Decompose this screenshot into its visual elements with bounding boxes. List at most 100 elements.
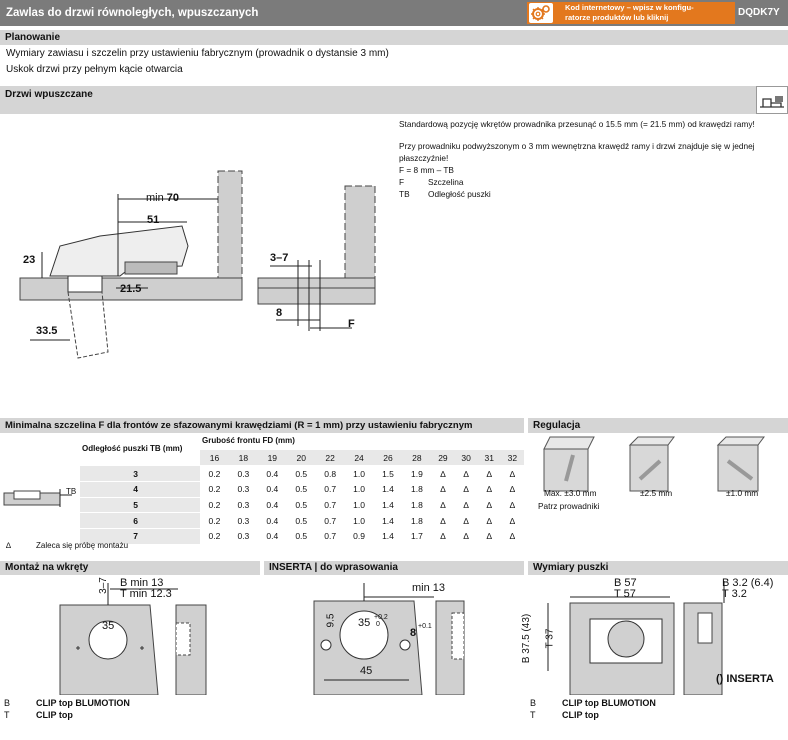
dim-51: 51 [147,214,160,226]
cell: 0.9 [344,528,374,545]
dim-tol-plus: +0.2 [374,614,388,621]
online-code-button[interactable]: Kod internetowy – wpisz w konfigu-ratorz… [527,2,735,24]
legend-value-t: CLIP top [36,710,73,720]
adjustment-value: ±1.0 mm [726,488,759,498]
header-bar: Zawlas do drzwi równoległych, wpuszczany… [0,0,788,26]
cell: 0.3 [228,528,258,545]
dim-23: 23 [23,254,36,266]
row-tb: 6 [80,512,200,529]
cell: ∆ [431,528,455,545]
col-header: 30 [454,450,478,467]
dim-3-7: 3–7 [270,252,289,264]
cell: ∆ [431,465,455,482]
footnote-symbol: ∆ [6,541,11,550]
note-line: Przy prowadniku podwyższonym o 3 mm wewn… [399,141,755,151]
header-row: 16 18 19 20 22 24 26 28 29 30 31 32 [80,450,524,467]
cell: ∆ [477,528,501,545]
adjustment-value: Max. ±3.0 mm [544,488,597,498]
legend-key-t: T [4,710,10,720]
dim-8: 8 [276,307,283,319]
dim-3-7: 3–7 [97,577,109,594]
cell: 1.4 [373,497,403,514]
adjustment-label: Patrz prowadniki [538,501,600,511]
col-header: 16 [200,450,229,467]
cell: ∆ [500,528,524,545]
cell: 1.0 [344,497,374,514]
cell: ∆ [500,465,524,482]
row-tb: 4 [80,481,200,498]
gap-table-title: Minimalna szczelina F dla frontów ze sfa… [0,418,524,433]
note-line: Standardową pozycję wkrętów prowadnika p… [399,119,755,129]
cell: 0.5 [286,528,316,545]
dim-35: 35 [102,620,115,632]
inset-door-notes: Standardową pozycję wkrętów prowadnika p… [398,116,788,413]
footnote-text: Zaleca się próbę montażu [36,541,129,550]
inset-door-icon [756,86,788,114]
col-header: 29 [431,450,455,467]
cell: ∆ [454,528,478,545]
col-header: 31 [477,450,501,467]
dim-min-label: min [146,192,164,204]
dim-9-5: 9.5 [325,613,337,628]
cell: ∆ [431,512,455,529]
cell: 1.4 [373,528,403,545]
cell: ∆ [431,481,455,498]
cell: 1.8 [402,512,432,529]
cell: 1.4 [373,481,403,498]
col-header: 26 [373,450,403,467]
row-tb: 5 [80,497,200,514]
cell: 0.3 [228,481,258,498]
dim-t57: T 57 [614,588,636,600]
dim-b37: B 37.5 (43) [521,613,533,664]
legend-value: Szczelina [428,177,464,187]
col-header: 20 [286,450,316,467]
cell: 0.5 [286,512,316,529]
dim-35: 35 [358,617,371,629]
cell: 0.4 [257,528,287,545]
cell: 0.4 [257,512,287,529]
cell: ∆ [454,481,478,498]
planning-note: Uskok drzwi przy pełnym kącie otwarcia [6,64,183,75]
dim-b32: B 3.2 (6.4) [722,577,774,589]
inset-door-drawing: min 70 51 23 21.5 33.5 3–7 8 F [0,116,396,413]
cell: ∆ [477,481,501,498]
note-line: płaszczyźnie! [399,153,449,163]
col-header: 32 [500,450,524,467]
tb-label: TB [66,487,77,496]
inserta-title: INSERTA | do wprasowania [264,561,524,575]
cell: 0.4 [257,497,287,514]
legend-value-t: CLIP top [562,710,599,720]
adjustment-value: ±2.5 mm [640,488,673,498]
row-tb: 7 [80,528,200,545]
cell: 1.7 [402,528,432,545]
gap-table: 16 18 19 20 22 24 26 28 29 30 31 32 3 0.… [80,450,524,545]
cell: ∆ [431,497,455,514]
cell: 0.4 [257,481,287,498]
online-code-label: Kod internetowy – wpisz w konfigu-ratorz… [565,3,694,22]
cell: 0.3 [228,497,258,514]
cell: 1.8 [402,497,432,514]
dim-t32: T 3.2 [722,588,747,600]
cell: ∆ [454,497,478,514]
page-title: Zawlas do drzwi równoległych, wpuszczany… [6,7,259,19]
dim-inserta-note: () INSERTA [716,673,774,685]
cell: 0.5 [286,497,316,514]
cell: 1.9 [402,465,432,482]
cell: ∆ [454,465,478,482]
cell: 0.2 [200,528,229,545]
cell: 1.4 [373,512,403,529]
inserta-drawing: min 13 9.5 35 +0.2 0 8 +0.1 45 [264,575,524,696]
row-header: Odległość puszki TB (mm) [82,444,183,453]
dim-b57: B 57 [614,577,637,589]
dim-b-min: B min 13 [120,577,164,589]
screw-mount-drawing: 3–7 B min 13 T min 12.3 35 [0,575,260,696]
adjustment-title: Regulacja [528,418,788,433]
cell: 0.4 [257,465,287,482]
cell: 0.3 [228,512,258,529]
planning-title: Planowanie [0,30,788,45]
legend-value-b: CLIP top BLUMOTION [562,698,656,708]
dim-70: 70 [166,192,180,204]
